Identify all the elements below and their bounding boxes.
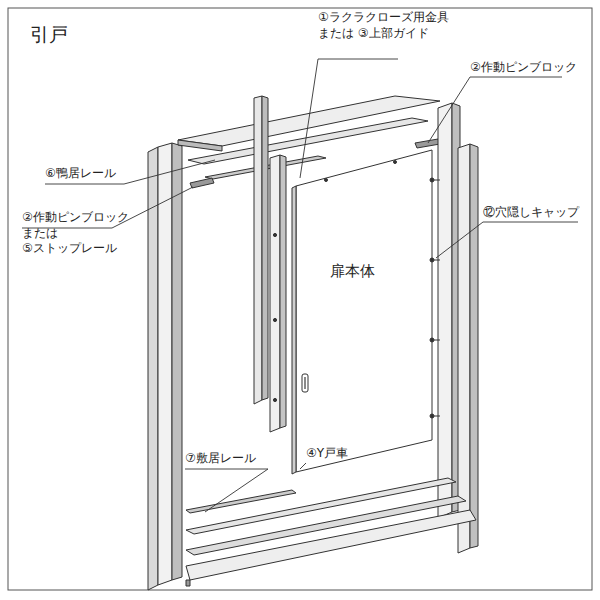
part-label: ②作動ピンブロック または ⑤ストップレール bbox=[22, 210, 140, 257]
part-label: ②作動ピンブロック bbox=[470, 60, 577, 76]
part-label: ⑥鴨居レール bbox=[45, 166, 116, 182]
title: 引戸 bbox=[30, 22, 68, 48]
part-label: ⑫穴隠しキャップ bbox=[483, 205, 579, 221]
part-label: ①ラクラクローズ用金具 または ③上部ガイド bbox=[318, 10, 468, 41]
part-label: ④Y戸車 bbox=[306, 446, 348, 462]
part-label: ⑦敷居レール bbox=[185, 451, 256, 467]
panel-label: 扉本体 bbox=[330, 262, 375, 282]
